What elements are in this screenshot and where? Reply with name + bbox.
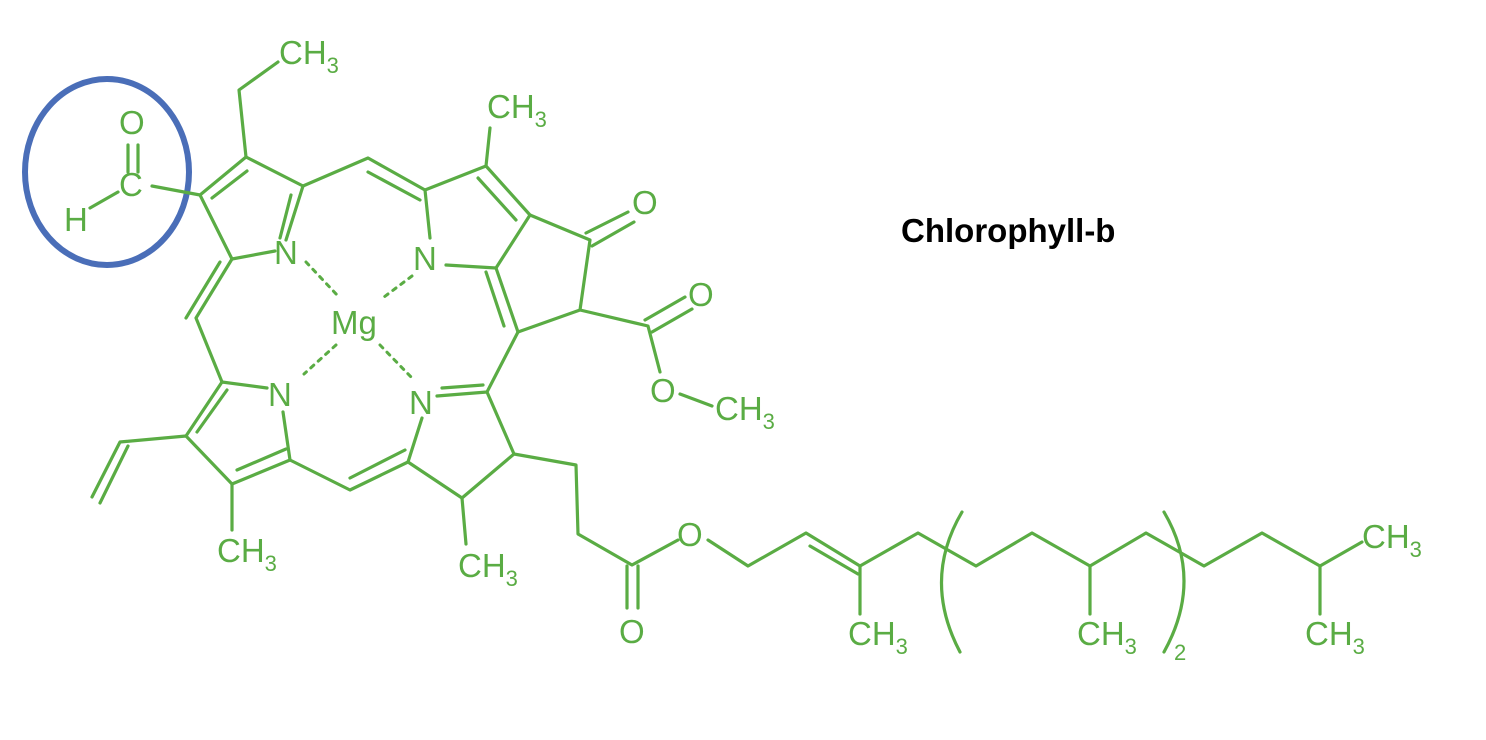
bond-lines: [88, 60, 1364, 654]
magnesium-label: Mg: [331, 304, 377, 341]
terminal-ch3-lower-label: CH3: [1305, 615, 1365, 659]
repeat-count-label: 2: [1174, 640, 1186, 665]
phytyl-ch3-2-label: CH3: [1077, 615, 1137, 659]
propionate-carbonyl-oxygen-label: O: [619, 613, 645, 650]
phytyl-ch3-1-label: CH3: [848, 615, 908, 659]
phytyl-ester-oxygen-label: O: [677, 516, 703, 553]
nitrogen-a-label: N: [274, 234, 298, 271]
ester-oxygen-label: O: [650, 372, 676, 409]
aldehyde-carbon-label: C: [119, 166, 143, 203]
ester-carbonyl-oxygen-label: O: [688, 276, 714, 313]
aldehyde-oxygen-label: O: [119, 104, 145, 141]
nitrogen-b-label: N: [413, 240, 437, 277]
ethyl-ch3-label: CH3: [279, 34, 339, 78]
aldehyde-highlight-circle: [22, 76, 192, 268]
nitrogen-c-label: N: [268, 376, 292, 413]
ring-b-ch3-label: CH3: [487, 88, 547, 132]
ring-c-ch3-label: CH3: [217, 532, 277, 576]
aldehyde-hydrogen-label: H: [64, 201, 88, 238]
coordination-bonds: [302, 260, 414, 380]
ketone-oxygen-label: O: [632, 184, 658, 221]
terminal-ch3-upper-label: CH3: [1362, 518, 1422, 562]
ring-d-ch3-label: CH3: [458, 547, 518, 591]
nitrogen-d-label: N: [409, 384, 433, 421]
methoxy-ch3-label: CH3: [715, 390, 775, 434]
molecule-title: Chlorophyll-b: [901, 212, 1116, 249]
